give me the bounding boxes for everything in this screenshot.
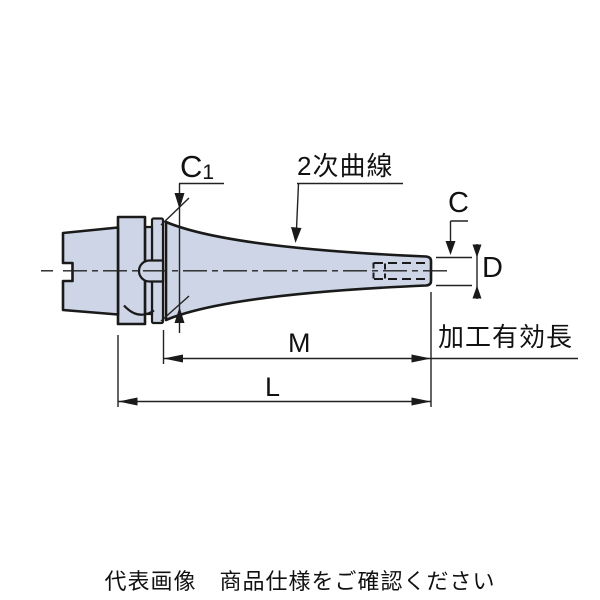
c1-subscript: 1 bbox=[202, 161, 215, 184]
tip-diameter-label: D bbox=[482, 252, 503, 284]
dimension-m-label: M bbox=[288, 328, 311, 358]
dimension-l-label: L bbox=[265, 372, 281, 402]
tip-chamfer-label: C bbox=[448, 187, 469, 219]
l-arrow-left bbox=[118, 397, 138, 406]
shank bbox=[61, 226, 120, 316]
curve-note-leader bbox=[291, 182, 403, 243]
curve-note-arrow bbox=[291, 227, 302, 243]
hidden-bore-lines bbox=[372, 262, 427, 280]
c1-callout bbox=[160, 182, 224, 333]
c-arrow-down bbox=[445, 241, 456, 255]
c1-chamfer-label: C1 bbox=[180, 149, 215, 184]
c-callout bbox=[445, 220, 468, 255]
quadratic-curve-label: 2次曲線 bbox=[297, 151, 394, 181]
d-arrow-up bbox=[472, 285, 482, 299]
m-arrow-left bbox=[163, 354, 183, 363]
representative-image-caption: 代表画像 商品仕様をご確認ください bbox=[104, 569, 496, 594]
d-dimension bbox=[436, 244, 482, 299]
drive-slot-arc bbox=[123, 304, 155, 316]
c1-arrow-down bbox=[174, 193, 185, 209]
m-dimension bbox=[163, 354, 578, 363]
c1-arrow-up bbox=[174, 307, 185, 323]
effective-length-label: 加工有効長 bbox=[438, 322, 574, 352]
d-arrow-down bbox=[472, 244, 482, 258]
l-arrow-right bbox=[411, 397, 431, 406]
m-arrow-right bbox=[411, 354, 431, 363]
l-dimension bbox=[118, 397, 431, 406]
taper-body bbox=[164, 220, 433, 322]
